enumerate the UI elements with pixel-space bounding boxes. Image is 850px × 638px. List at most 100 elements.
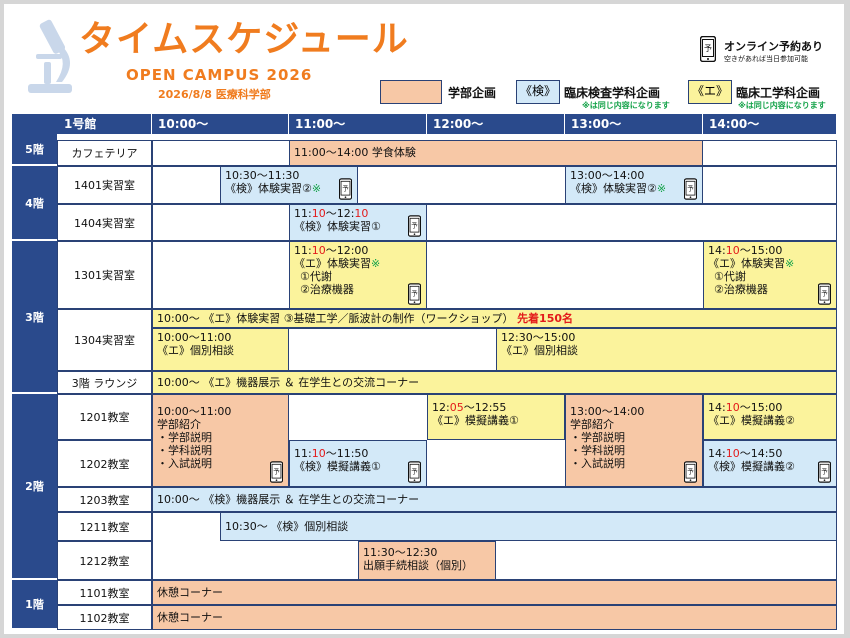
room-cafeteria: カフェテリア — [57, 140, 152, 166]
legend-ken-note: ※は同じ内容になります — [582, 101, 670, 110]
time-part: 14: — [708, 244, 726, 257]
room-1203: 1203教室 — [57, 487, 152, 512]
legend-swatch-dept — [380, 80, 442, 104]
schedule-page: タイムスケジュール OPEN CAMPUS 2026 2026/8/8 医療科学… — [4, 4, 844, 634]
event-title: 《エ》模擬講義② — [708, 414, 795, 427]
svg-text:予: 予 — [273, 468, 280, 476]
event-1304-ko-consultation-am[interactable]: 10:00～11:00 《エ》個別相談 — [152, 328, 289, 371]
room-1404: 1404実習室 — [57, 204, 152, 241]
event-item: ・学部説明 — [157, 431, 212, 444]
time-part: 12: — [432, 401, 450, 414]
smartphone-icon: 予 — [818, 283, 831, 305]
room-1201: 1201教室 — [57, 394, 152, 440]
smartphone-icon: 予 — [700, 36, 716, 62]
time-part: ～15:00 — [739, 401, 783, 414]
time-highlight: 10 — [311, 447, 326, 460]
event-time: 11:10～12:00 — [294, 244, 422, 257]
time-header-11: 11:00～ — [289, 114, 427, 134]
event-1102-rest-corner[interactable]: 休憩コーナー — [152, 605, 837, 630]
legend-ko-note: ※は同じ内容になります — [738, 101, 826, 110]
event-title: 《検》体験実習① — [294, 220, 381, 233]
event-title: 《検》体験実習② — [225, 182, 312, 195]
event-1304-ko-consultation-pm[interactable]: 12:30～15:00 《エ》個別相談 — [496, 328, 837, 371]
room-1101: 1101教室 — [57, 580, 152, 605]
event-title: 《エ》個別相談 — [501, 344, 578, 357]
event-time: 10:00～11:00 — [157, 331, 232, 344]
event-dept-intro-pm[interactable]: 13:00～14:00 学部紹介 ・学部説明 ・学科説明 ・入試説明 予 — [565, 394, 703, 487]
legend-swatch-ken: 《検》 — [516, 80, 560, 104]
event-title: 《エ》模擬講義① — [432, 414, 519, 427]
time-highlight: 10 — [725, 244, 740, 257]
svg-text:予: 予 — [704, 44, 712, 53]
event-title: 《エ》個別相談 — [157, 344, 234, 357]
event-time: 11:10～12:10 — [294, 207, 422, 220]
event-dept-intro-am[interactable]: 10:00～11:00 学部紹介 ・学部説明 ・学科説明 ・入試説明 予 — [152, 394, 289, 487]
svg-text:予: 予 — [342, 185, 349, 193]
page-title: タイムスケジュール — [79, 19, 409, 60]
smartphone-icon: 予 — [339, 178, 352, 200]
event-1301-ko-practical-pm[interactable]: 14:10～15:00 《エ》体験実習※ ①代謝 ②治療機器 予 — [703, 241, 837, 309]
event-title: 《検》模擬講義① — [294, 460, 381, 473]
event-1211-ken-consultation[interactable]: 10:30～ 《検》個別相談 — [220, 512, 837, 541]
event-1401-ken-practical-2-pm[interactable]: 13:00～14:00 《検》体験実習②※ 予 — [565, 166, 703, 204]
event-time: 12:30～15:00 — [501, 331, 576, 344]
floor-4: 4階 — [12, 166, 57, 241]
time-highlight: 10 — [311, 207, 326, 220]
event-title: 10:00～ 《エ》機器展示 ＆ 在学生との交流コーナー — [157, 376, 420, 389]
room-lounge-3f: 3階 ラウンジ — [57, 371, 152, 394]
online-reservation-label: オンライン予約あり — [724, 40, 823, 53]
event-1201-ko-lecture-1[interactable]: 12:05～12:55 《エ》模擬講義① — [427, 394, 565, 440]
time-highlight: 10 — [354, 207, 369, 220]
room-1304: 1304実習室 — [57, 309, 152, 371]
event-1201-ko-lecture-2[interactable]: 14:10～15:00 《エ》模擬講義② — [703, 394, 837, 440]
event-time: 11:10～11:50 — [294, 447, 422, 460]
event-1404-ken-practical-1[interactable]: 11:10～12:10 《検》体験実習① 予 — [289, 204, 427, 241]
empty-cell — [152, 204, 837, 241]
event-item: ②治療機器 — [714, 283, 768, 296]
event-cafeteria[interactable]: 11:00～14:00 学食体験 — [289, 140, 703, 166]
time-part: 11: — [294, 244, 312, 257]
event-1301-ko-practical-am[interactable]: 11:10～12:00 《エ》体験実習※ ①代謝 ②治療機器 予 — [289, 241, 427, 309]
event-item: ①代謝 — [714, 270, 746, 283]
room-1401: 1401実習室 — [57, 166, 152, 204]
event-time: 12:05～12:55 — [432, 401, 560, 414]
room-1202: 1202教室 — [57, 440, 152, 487]
legend-dept-label: 学部企画 — [448, 86, 497, 100]
event-1212-application-consultation[interactable]: 11:30～12:30 出願手続相談（個別） — [358, 541, 496, 580]
floor-3: 3階 — [12, 241, 57, 394]
event-title: 10:00～ 《検》機器展示 ＆ 在学生との交流コーナー — [157, 493, 420, 506]
time-part: ～12: — [325, 207, 355, 220]
event-1401-ken-practical-2-am[interactable]: 10:30～11:30 《検》体験実習②※ 予 — [220, 166, 358, 204]
event-title: 《検》体験実習② — [570, 182, 657, 195]
online-reservation-note: 空きがあれば当日参加可能 — [724, 55, 808, 63]
same-content-mark: ※ — [311, 182, 322, 195]
time-header-13: 13:00～ — [565, 114, 703, 134]
svg-text:予: 予 — [821, 290, 828, 298]
svg-text:予: 予 — [411, 290, 418, 298]
event-lounge-ko-exhibition[interactable]: 10:00～ 《エ》機器展示 ＆ 在学生との交流コーナー — [152, 371, 837, 394]
event-item: ・入試説明 — [157, 457, 212, 470]
event-item: ・学科説明 — [570, 444, 625, 457]
room-1211: 1211教室 — [57, 512, 152, 541]
smartphone-icon: 予 — [270, 461, 283, 483]
room-1301: 1301実習室 — [57, 241, 152, 309]
event-1304-ko-workshop[interactable]: 10:00～ 《エ》体験実習 ③基礎工学／脈波計の制作（ワークショップ） 先着1… — [152, 309, 837, 328]
time-part: ～12:55 — [463, 401, 507, 414]
legend-ken-label: 臨床検査学科企画 — [564, 86, 661, 100]
event-title: 《検》模擬講義② — [708, 460, 795, 473]
online-reservation-legend: 予 オンライン予約あり 空きがあれば当日参加可能 — [696, 34, 836, 66]
same-content-mark: ※ — [656, 182, 667, 195]
event-1203-ken-exhibition[interactable]: 10:00～ 《検》機器展示 ＆ 在学生との交流コーナー — [152, 487, 837, 512]
capacity-highlight: 先着150名 — [517, 312, 574, 325]
event-item: ①代謝 — [300, 270, 332, 283]
event-item: ②治療機器 — [300, 283, 354, 296]
event-item: ・学部説明 — [570, 431, 625, 444]
event-1101-rest-corner[interactable]: 休憩コーナー — [152, 580, 837, 605]
event-title: 学部紹介 — [157, 418, 201, 431]
event-time: 14:10～15:00 — [708, 244, 832, 257]
event-1202-ken-lecture-1[interactable]: 11:10～11:50 《検》模擬講義① 予 — [289, 440, 427, 487]
event-title: 休憩コーナー — [157, 611, 223, 624]
event-1202-ken-lecture-2[interactable]: 14:10～14:50 《検》模擬講義② 予 — [703, 440, 837, 487]
event-title: 10:00～ 《エ》体験実習 ③基礎工学／脈波計の制作（ワークショップ） — [157, 312, 514, 325]
event-date-department: 2026/8/8 医療科学部 — [158, 88, 271, 101]
